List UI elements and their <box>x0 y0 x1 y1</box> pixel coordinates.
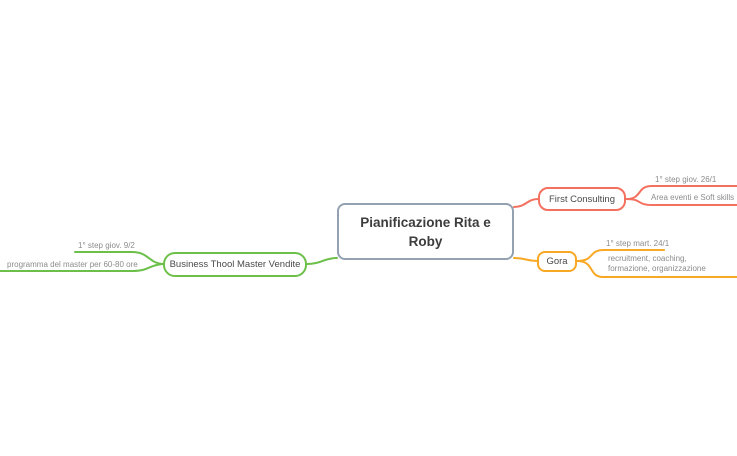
edge-fc-child-area <box>625 198 737 206</box>
node-business-label: Business Thool Master Vendite <box>169 259 301 270</box>
node-first-consulting[interactable]: First Consulting <box>538 187 626 211</box>
node-first-consulting-label: First Consulting <box>549 193 615 205</box>
edge-central-to-gora <box>513 257 538 262</box>
edge-gora-child-desc <box>576 260 737 278</box>
edge-central-to-first-consulting <box>513 198 539 208</box>
subtopic-fc-step-date[interactable]: 1° step giov. 26/1 <box>655 175 717 184</box>
subtopic-gora-step-date[interactable]: 1° step mart. 24/1 <box>606 239 670 248</box>
edge-central-to-business <box>306 257 338 265</box>
subtopic-business-programma[interactable]: programma del master per 60-80 ore <box>7 260 138 269</box>
node-business-thool-master-vendite[interactable]: Business Thool Master Vendite <box>163 252 307 277</box>
edge-business-child-step <box>74 251 164 265</box>
subtopic-gora-description[interactable]: recruitment, coaching, formazione, organ… <box>608 254 706 273</box>
subtopic-business-step-date[interactable]: 1° step giov. 9/2 <box>78 241 135 250</box>
node-gora[interactable]: Gora <box>537 251 577 272</box>
root-node-label: Pianificazione Rita e Roby <box>360 214 491 249</box>
subtopic-fc-area-eventi[interactable]: Area eventi e Soft skills <box>651 193 735 202</box>
node-gora-label: Gora <box>546 256 568 267</box>
edge-business-child-programma <box>0 263 164 272</box>
root-node[interactable]: Pianificazione Rita e Roby <box>337 203 514 260</box>
